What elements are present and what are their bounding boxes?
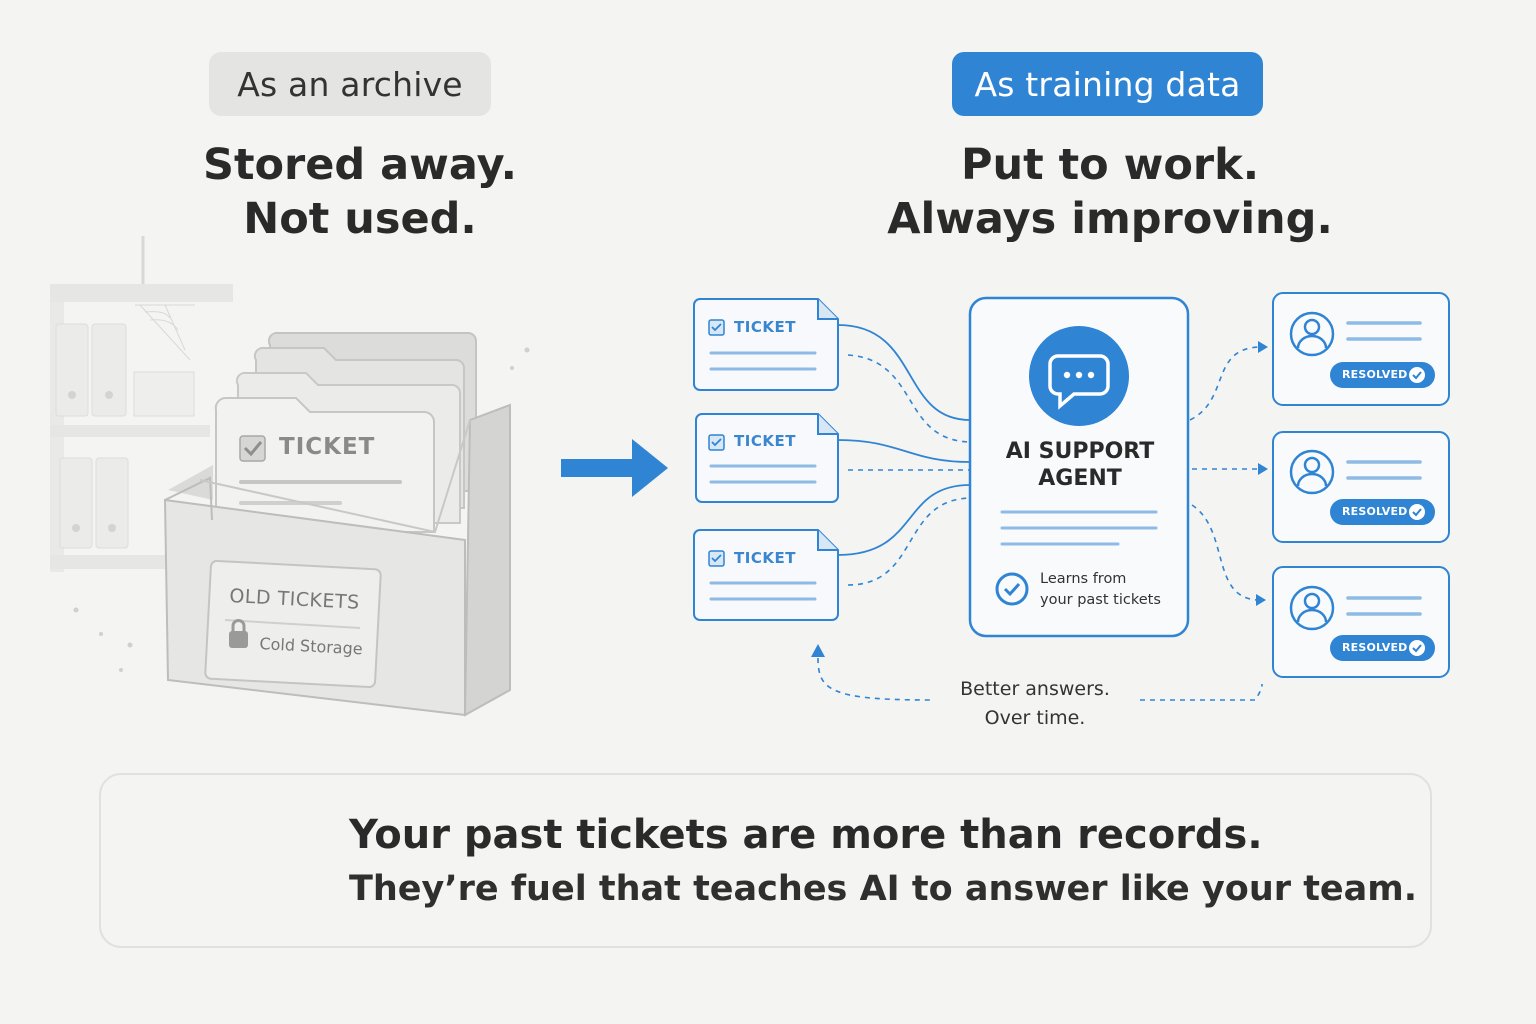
agent-title-line1: AI SUPPORT [1005, 439, 1155, 464]
check-circle-icon [995, 572, 1029, 606]
lock-icon [229, 619, 248, 648]
training-tag: As training data [952, 52, 1263, 116]
footer-line1: Your past tickets are more than records. [349, 812, 1263, 858]
training-headline: Put to work. Always improving. [860, 138, 1360, 246]
archive-headline-line1: Stored away. [202, 140, 518, 190]
ticket-card-1 [693, 298, 839, 391]
footer-line2: They’re fuel that teaches AI to answer l… [349, 869, 1418, 909]
storage-box-icon [163, 403, 511, 717]
user-avatar-icon [1289, 311, 1335, 631]
feedback-line1: Better answers. [960, 678, 1110, 700]
ticket-label-2: TICKET [734, 432, 796, 450]
agent-title-line2: AGENT [1038, 466, 1122, 491]
agent-note: Learns from your past tickets [1040, 569, 1161, 611]
arrow-right-icon [561, 439, 668, 497]
ticket-label-1: TICKET [734, 318, 796, 336]
archive-tag: As an archive [209, 52, 491, 116]
footer-callout [99, 773, 1432, 948]
folder-icon [214, 331, 477, 533]
agent-title: AI SUPPORT AGENT [972, 438, 1188, 492]
feedback-line2: Over time. [984, 707, 1086, 729]
resolved-badge-1: RESOLVED [1342, 368, 1408, 381]
feedback-caption: Better answers. Over time. [930, 675, 1140, 733]
result-card-3 [1272, 566, 1450, 678]
training-headline-line2: Always improving. [887, 194, 1333, 244]
ticket-card-3 [693, 529, 839, 621]
agent-note-line1: Learns from [1040, 571, 1127, 587]
ticket-label-3: TICKET [734, 549, 796, 567]
ticket-card-2 [695, 413, 839, 503]
archive-headline-line2: Not used. [243, 194, 477, 244]
resolved-badge-2: RESOLVED [1342, 505, 1408, 518]
training-headline-line1: Put to work. [960, 140, 1260, 190]
chat-bubble-icon [1048, 354, 1110, 410]
result-card-1 [1272, 292, 1450, 406]
agent-note-line2: your past tickets [1040, 592, 1161, 608]
check-circle-icon [1409, 367, 1425, 656]
archive-headline: Stored away. Not used. [150, 138, 570, 246]
archive-folder-label: TICKET [279, 434, 376, 460]
shelf-icon [50, 236, 233, 572]
resolved-badge-3: RESOLVED [1342, 641, 1408, 654]
result-card-2 [1272, 431, 1450, 543]
